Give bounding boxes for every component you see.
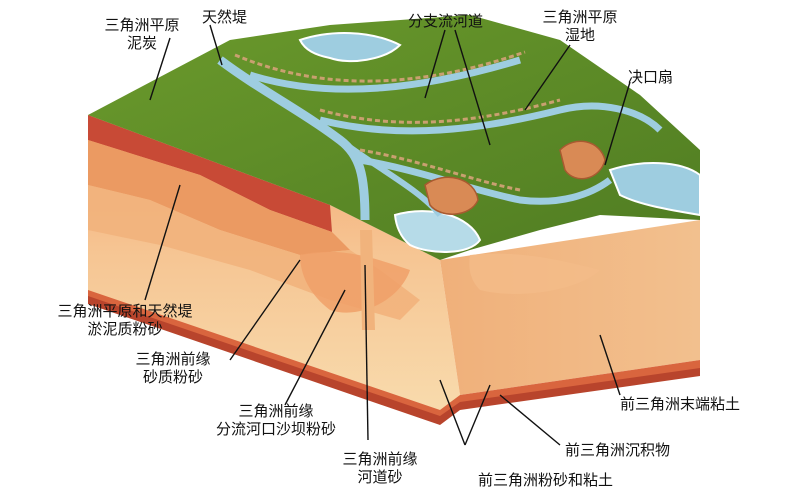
label-line: 三角洲前缘 — [238, 402, 314, 420]
upper-orange-band — [88, 140, 350, 255]
levee-2 — [319, 98, 561, 124]
channel-4 — [359, 156, 613, 205]
channel-sand-body — [360, 230, 375, 330]
crevasse-splay-2 — [424, 176, 479, 215]
leader-lines — [144, 24, 631, 446]
channel-3 — [319, 102, 663, 135]
label-line: 三角洲平原 — [542, 8, 618, 26]
label-prodelta-deposit: 前三角洲沉积物 — [565, 441, 671, 459]
label-line: 三角洲前缘 — [135, 350, 211, 368]
deep-red-band — [88, 296, 700, 425]
label-natural-levee: 天然堤 — [202, 8, 248, 26]
label-plain-levee-silt: 三角洲平原和天然堤 淤泥质粉砂 — [20, 302, 230, 338]
bottom-red-band — [88, 290, 700, 420]
label-line: 分流河口沙坝粉砂 — [215, 420, 336, 438]
levee-1 — [234, 50, 526, 83]
label-line: 三角洲平原 — [104, 16, 180, 34]
label-line: 三角洲前缘 — [342, 450, 418, 468]
label-prodelta-distal-clay: 前三角洲末端粘土 — [620, 395, 741, 413]
label-line: 砂质粉砂 — [142, 368, 203, 386]
channel-2 — [248, 56, 522, 93]
crevasse-splay-1 — [559, 140, 606, 180]
mouthbar-sand — [300, 251, 410, 313]
label-delta-plain-wetland: 三角洲平原 湿地 — [530, 8, 630, 44]
label-front-channel-sand: 三角洲前缘 河道砂 — [325, 450, 435, 486]
label-line: 河道砂 — [357, 468, 403, 486]
label-delta-plain-peat: 三角洲平原 泥炭 — [92, 16, 192, 52]
label-line: 湿地 — [564, 26, 595, 44]
label-crevasse-splay: 决口扇 — [628, 68, 674, 86]
upper-water — [298, 32, 402, 63]
levee-3 — [359, 148, 521, 192]
main-channel — [217, 56, 370, 221]
front-sand-lobe — [469, 253, 600, 294]
label-line: 三角洲平原和天然堤 — [57, 302, 193, 320]
label-front-sandy-silt: 三角洲前缘 砂质粉砂 — [118, 350, 228, 386]
right-water — [608, 162, 701, 217]
label-line: 淤泥质粉砂 — [87, 320, 163, 338]
peat-band — [88, 115, 332, 232]
label-distributary-channel: 分支流河道 — [408, 12, 484, 30]
label-prodelta-silt-clay: 前三角洲粉砂和粘土 — [478, 471, 614, 489]
label-line: 泥炭 — [126, 34, 157, 52]
label-front-mouthbar: 三角洲前缘 分流河口沙坝粉砂 — [196, 402, 356, 438]
